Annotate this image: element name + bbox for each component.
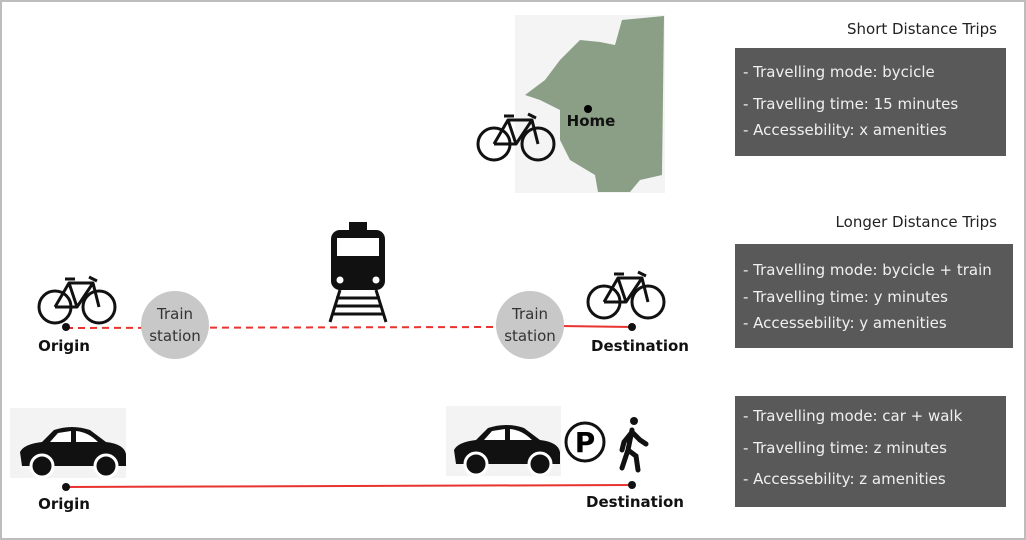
train-station-label: Train station bbox=[504, 305, 556, 345]
info-line: - Accessebility: x amenities bbox=[743, 121, 947, 139]
bicycle-icon bbox=[37, 275, 117, 325]
train-station-circle bbox=[141, 291, 209, 359]
origin-label: Origin bbox=[38, 337, 90, 355]
longer-trips-title: Longer Distance Trips bbox=[835, 213, 997, 231]
info-line: - Travelling mode: car + walk bbox=[743, 407, 963, 425]
train-station-label: Train station bbox=[149, 305, 201, 345]
origin-label: Origin bbox=[38, 495, 90, 513]
bicycle-icon bbox=[586, 270, 666, 320]
dashed-route-line bbox=[65, 326, 501, 329]
info-line: - Accessebility: z amenities bbox=[743, 470, 946, 488]
walking-person-icon bbox=[619, 417, 649, 473]
info-line: - Travelling mode: bycicle bbox=[743, 63, 935, 81]
info-line: - Travelling mode: bycicle + train bbox=[743, 261, 992, 279]
train-icon bbox=[328, 222, 388, 323]
home-dot-icon bbox=[584, 105, 592, 113]
train-station-circle bbox=[496, 291, 564, 359]
home-label: Home bbox=[566, 112, 616, 130]
short-trips-title: Short Distance Trips bbox=[846, 20, 997, 38]
car-trips-info-box: - Travelling mode: car + walk - Travelli… bbox=[735, 396, 1006, 507]
info-line: - Accessebility: y amenities bbox=[743, 314, 947, 332]
longer-trips-info-box: - Travelling mode: bycicle + train - Tra… bbox=[735, 244, 1013, 348]
destination-label: Destination bbox=[586, 493, 684, 511]
bike-route-line bbox=[559, 325, 633, 328]
info-line: - Travelling time: 15 minutes bbox=[743, 95, 959, 113]
info-line: - Travelling time: z minutes bbox=[743, 439, 947, 457]
parking-icon bbox=[564, 421, 606, 463]
destination-label: Destination bbox=[591, 337, 689, 355]
short-trips-info-box: - Travelling mode: bycicle - Travelling … bbox=[735, 48, 1006, 156]
neighbourhood-map bbox=[515, 15, 665, 193]
parking-letter: P bbox=[575, 426, 596, 459]
info-line: - Travelling time: y minutes bbox=[743, 288, 948, 306]
car-route-line bbox=[65, 484, 633, 488]
